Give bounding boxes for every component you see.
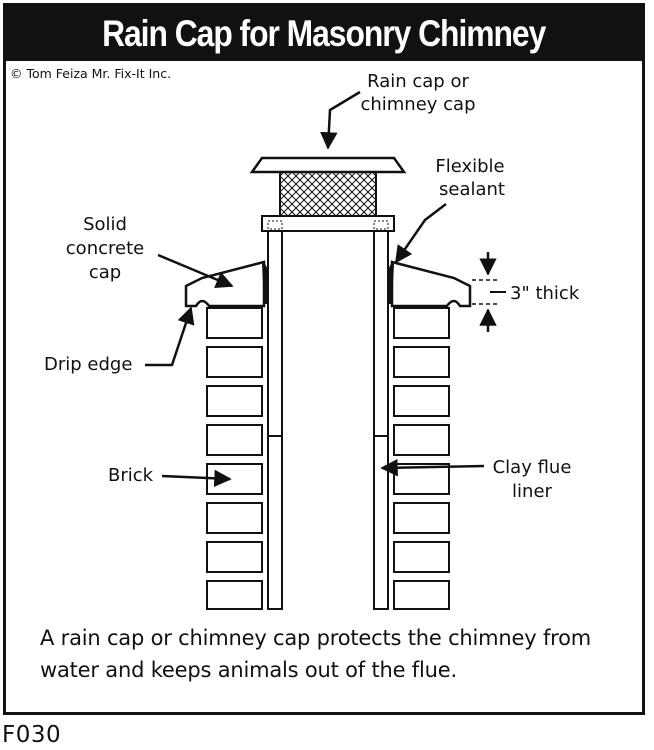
label-concrete-3: cap [89, 262, 121, 283]
copyright-credit: © Tom Feiza Mr. Fix-It Inc. [10, 66, 172, 81]
label-concrete-2: concrete [66, 238, 144, 259]
label-drip-edge: Drip edge [44, 354, 132, 375]
leader-arrows [145, 90, 506, 488]
label-flue-2: liner [512, 481, 552, 502]
label-brick: Brick [108, 465, 154, 486]
label-rain-cap-1: Rain cap or [367, 71, 469, 92]
label-thickness: 3" thick [510, 283, 580, 304]
rain-cap [249, 156, 407, 232]
label-flue-1: Clay flue [493, 457, 572, 478]
clay-flue-liner [267, 230, 389, 610]
brick-wall-left [206, 307, 263, 610]
label-sealant-2: sealant [439, 179, 505, 200]
flexible-sealant [262, 263, 394, 304]
figure-code: F030 [2, 722, 62, 748]
title-bar: Rain Cap for Masonry Chimney [6, 6, 642, 61]
label-rain-cap-2: chimney cap [360, 94, 475, 115]
figure-caption: A rain cap or chimney cap protects the c… [40, 626, 592, 682]
label-concrete-1: Solid [83, 214, 127, 235]
brick-wall-right [393, 307, 450, 610]
figure-frame: Rain Cap for Masonry Chimney [3, 3, 645, 715]
figure-title: Rain Cap for Masonry Chimney [102, 12, 546, 54]
label-sealant-1: Flexible [435, 156, 504, 177]
